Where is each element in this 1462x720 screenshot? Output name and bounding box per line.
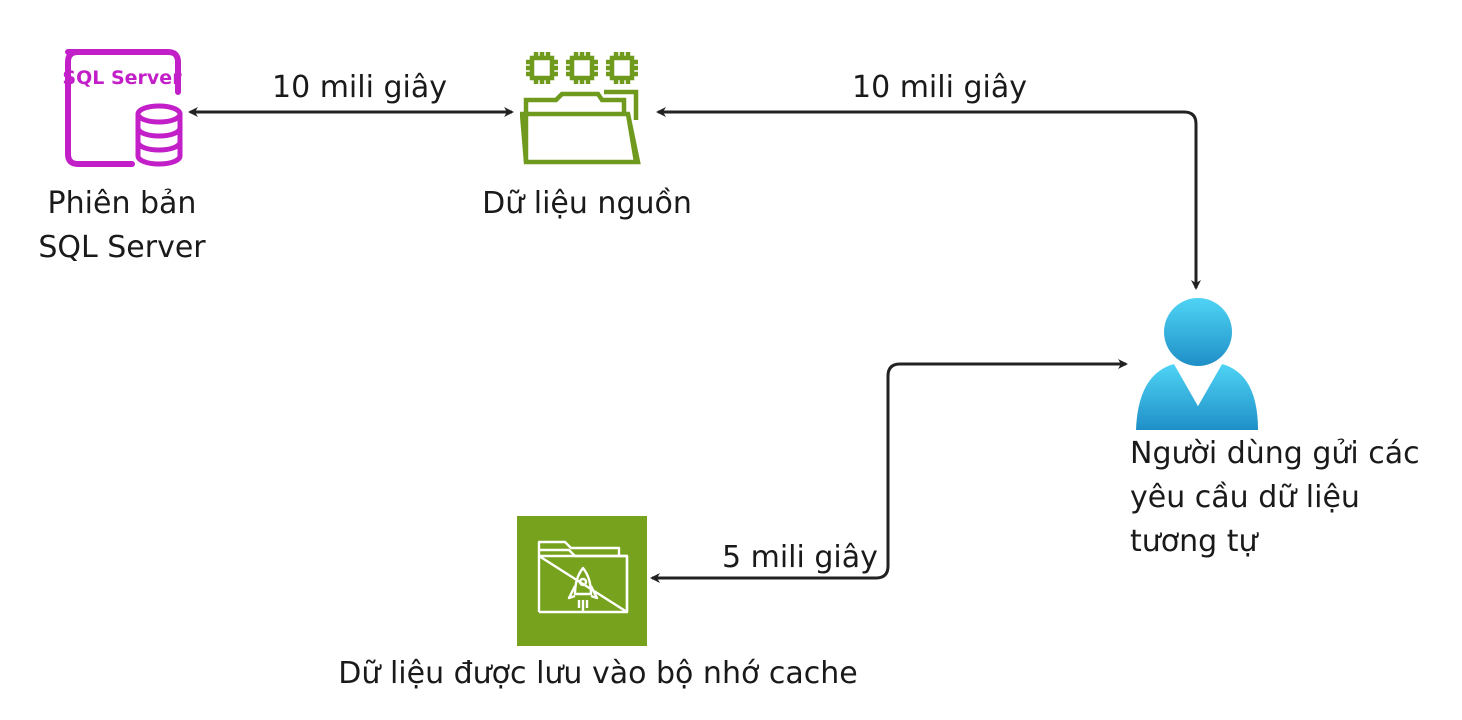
sql-server-database-icon: SQL Server [62,49,183,167]
sql-server-icon-text: SQL Server [62,67,182,89]
folder-chip-icon [520,52,641,165]
user-label-line2: yêu cầu dữ liệu [1130,480,1360,515]
edge-label-user-to-cache: 5 mili giây [722,540,878,575]
source-data-label: Dữ liệu nguồn [482,186,692,221]
edge-label-sql-to-source: 10 mili giây [272,70,447,105]
edge-source-to-user [656,107,1201,290]
edge-label-source-to-user: 10 mili giây [852,70,1027,105]
user-icon [1136,298,1258,430]
sql-server-label-line1: Phiên bản [47,186,197,221]
edge-user-to-cache [650,359,1128,583]
sql-server-label: Phiên bản SQL Server [22,182,222,270]
user-label-line3: tương tự [1130,524,1258,559]
rocket-folder-icon [517,516,647,646]
user-label: Người dùng gửi các yêu cầu dữ liệu tương… [1130,432,1450,564]
user-label-line1: Người dùng gửi các [1130,436,1420,471]
cache-label: Dữ liệu được lưu vào bộ nhớ cache [338,656,858,691]
sql-server-label-line2: SQL Server [38,230,206,265]
